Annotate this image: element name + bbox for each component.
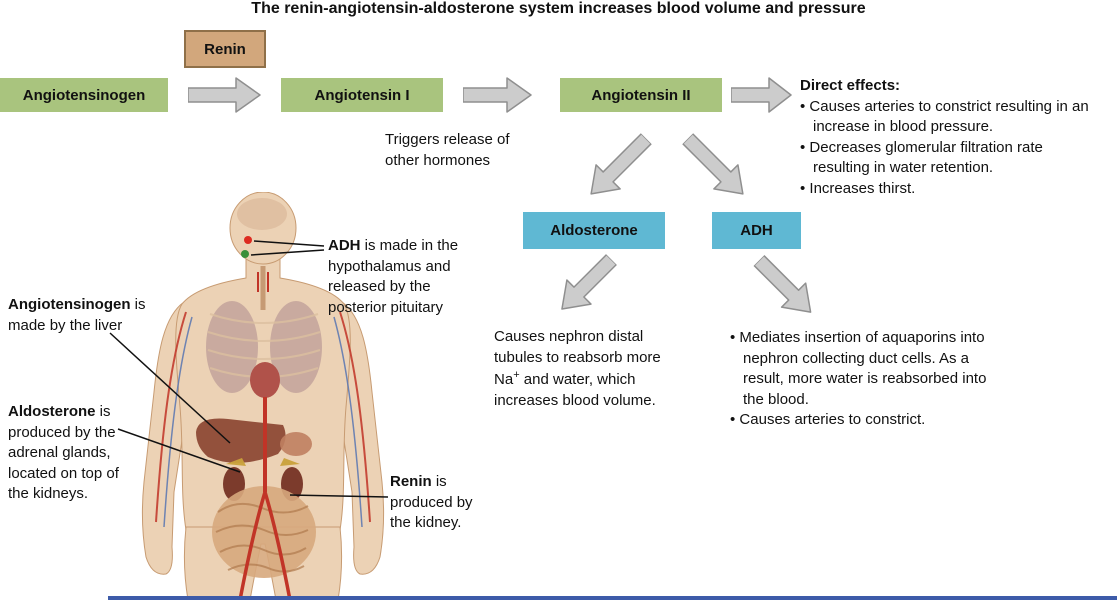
- na-superscript: +: [513, 369, 520, 382]
- adh-effect-item: Mediates insertion of aquaporins into ne…: [730, 328, 1002, 410]
- figure-bottom-border: [108, 596, 1117, 600]
- adh-source-bold: ADH: [328, 237, 361, 254]
- renin-source-rest: is produced by the kidney.: [390, 473, 473, 532]
- direct-effect-item: Increases thirst.: [800, 179, 1100, 200]
- diagram-title: The renin-angiotensin-aldosterone system…: [251, 0, 866, 17]
- node-angiotensin-ii: Angiotensin II: [560, 78, 722, 112]
- heart: [250, 362, 280, 398]
- direct-effect-item: Decreases glomerular filtration rate res…: [800, 138, 1100, 179]
- direct-effects: Direct effects: Causes arteries to const…: [800, 76, 1100, 199]
- adh-effects-text: Mediates insertion of aquaporins into ne…: [730, 328, 1002, 431]
- adh-source-rest: is made in the hypothalamus and released…: [328, 237, 459, 316]
- direct-effect-item: Causes arteries to constrict resulting i…: [800, 97, 1100, 138]
- aldosterone-effect-pre: Causes nephron distal tubules to reabsor…: [494, 328, 661, 389]
- direct-effects-heading: Direct effects:: [800, 77, 901, 94]
- stomach: [280, 432, 312, 456]
- aldosterone-source-label: Aldosterone is produced by the adrenal g…: [8, 402, 126, 505]
- aldosterone-source-rest: is produced by the adrenal glands, locat…: [8, 403, 119, 503]
- renin-source-bold: Renin: [390, 473, 432, 490]
- hypothalamus-dot: [244, 236, 252, 244]
- liver: [196, 418, 286, 463]
- pituitary-dot: [241, 250, 249, 258]
- arrow-angiotensin-i-to-angiotensin-ii: [463, 77, 532, 113]
- triggers-note: Triggers release of other hormones: [385, 131, 510, 169]
- adrenal-glands: [226, 458, 300, 466]
- angiotensinogen-source-rest: is made by the liver: [8, 296, 146, 334]
- aldosterone-source-bold: Aldosterone: [8, 403, 96, 420]
- node-angiotensin-i: Angiotensin I: [281, 78, 443, 112]
- brain: [237, 198, 287, 230]
- arrow-angiotensinogen-to-angiotensin-i: [188, 77, 261, 113]
- renin-source-label: Renin is produced by the kidney.: [390, 472, 486, 534]
- aldosterone-effect-text: Causes nephron distal tubules to reabsor…: [494, 327, 690, 411]
- intestine-folds: [215, 502, 309, 573]
- arrow-adh-to-effect: [753, 254, 812, 313]
- node-renin: Renin: [184, 30, 266, 68]
- arrow-angiotensin-ii-to-adh: [682, 133, 744, 195]
- node-aldosterone: Aldosterone: [523, 212, 665, 249]
- angiotensinogen-source-bold: Angiotensinogen: [8, 296, 131, 313]
- node-adh: ADH: [712, 212, 801, 249]
- node-angiotensinogen: Angiotensinogen: [0, 78, 168, 112]
- arrow-angiotensin-ii-to-direct-effects: [731, 77, 792, 113]
- aldosterone-effect-post: and water, which increases blood volume.: [494, 371, 656, 409]
- arrow-aldosterone-to-effect: [561, 253, 618, 310]
- angiotensinogen-source-label: Angiotensinogen is made by the liver: [8, 295, 160, 336]
- adh-effect-item: Causes arteries to constrict.: [730, 410, 1002, 431]
- adh-source-label: ADH is made in the hypothalamus and rele…: [328, 236, 470, 318]
- arrow-angiotensin-ii-to-aldosterone: [590, 133, 652, 195]
